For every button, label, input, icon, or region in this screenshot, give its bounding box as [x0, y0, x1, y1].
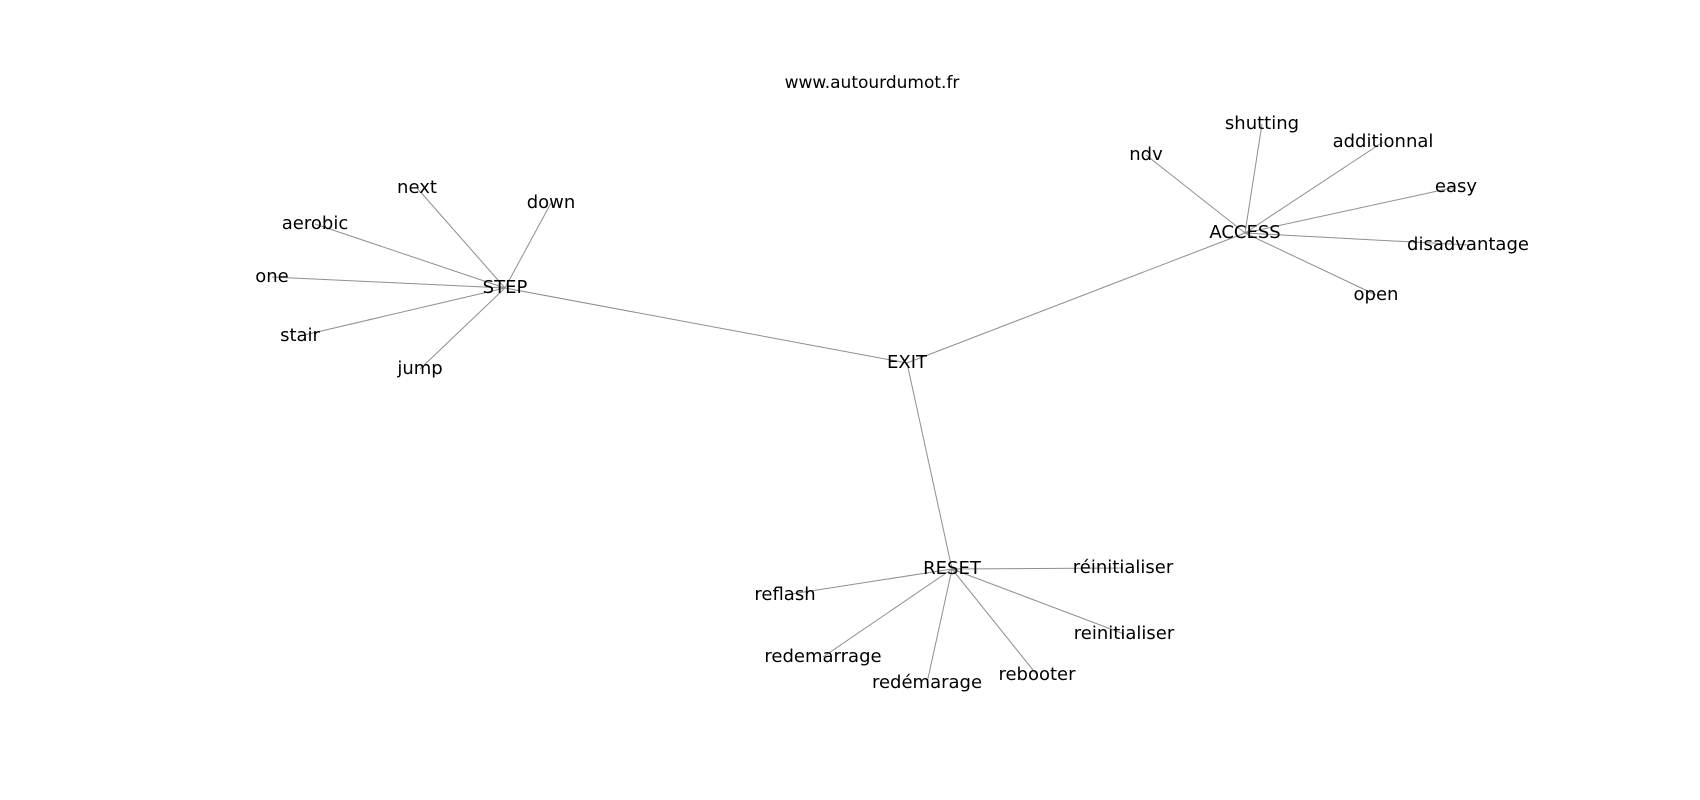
- edge-access-shutting: [1244, 123, 1263, 234]
- word-stair[interactable]: stair: [280, 325, 320, 347]
- hub-word-access[interactable]: ACCESS: [1209, 222, 1281, 244]
- edge-reset-rebooter: [951, 568, 1038, 676]
- word-ndv[interactable]: ndv: [1129, 144, 1163, 166]
- edge-reset-redemarage-acc: [926, 568, 953, 684]
- word-reinitialiser-acc[interactable]: réinitialiser: [1072, 557, 1174, 579]
- edge-step-one: [271, 276, 506, 289]
- word-rebooter[interactable]: rebooter: [998, 664, 1076, 686]
- edge-exit-reset: [906, 362, 953, 570]
- word-disadvantage[interactable]: disadvantage: [1407, 234, 1529, 256]
- word-additionnal[interactable]: additionnal: [1332, 131, 1434, 153]
- edge-step-aerobic: [314, 223, 506, 289]
- edge-access-additionnal: [1244, 141, 1384, 234]
- edge-step-jump: [419, 287, 506, 370]
- site-watermark-title: www.autourdumot.fr: [784, 73, 960, 93]
- word-one[interactable]: one: [255, 266, 289, 288]
- word-open[interactable]: open: [1353, 284, 1399, 306]
- word-next[interactable]: next: [397, 177, 437, 199]
- hub-word-exit[interactable]: EXIT: [886, 352, 928, 374]
- word-shutting[interactable]: shutting: [1224, 113, 1300, 135]
- edge-exit-access: [906, 232, 1246, 364]
- edge-reset-reinitialiser: [951, 568, 1125, 635]
- edge-reset-reinitialiser-acc: [951, 567, 1124, 570]
- word-down[interactable]: down: [526, 192, 576, 214]
- hub-word-reset[interactable]: RESET: [923, 558, 981, 580]
- edge-reset-reflash: [784, 568, 953, 596]
- word-reinitialiser[interactable]: reinitialiser: [1073, 623, 1175, 645]
- word-redemarage-acc[interactable]: redémarage: [871, 672, 983, 694]
- edge-access-ndv: [1145, 154, 1246, 234]
- word-easy[interactable]: easy: [1434, 176, 1478, 198]
- edge-access-easy: [1244, 186, 1457, 234]
- word-reflash[interactable]: reflash: [754, 584, 816, 606]
- word-redemarrage[interactable]: redemarrage: [764, 646, 882, 668]
- word-jump[interactable]: jump: [397, 358, 443, 380]
- edge-step-next: [416, 187, 506, 289]
- edge-step-stair: [299, 287, 506, 337]
- edge-access-open: [1244, 232, 1377, 296]
- edge-step-down: [504, 202, 552, 289]
- edge-exit-step: [504, 287, 908, 364]
- edge-reset-redemarrage: [822, 568, 953, 658]
- edge-access-disadvantage: [1244, 232, 1469, 246]
- hub-word-step[interactable]: STEP: [482, 277, 528, 299]
- word-aerobic[interactable]: aerobic: [281, 213, 349, 235]
